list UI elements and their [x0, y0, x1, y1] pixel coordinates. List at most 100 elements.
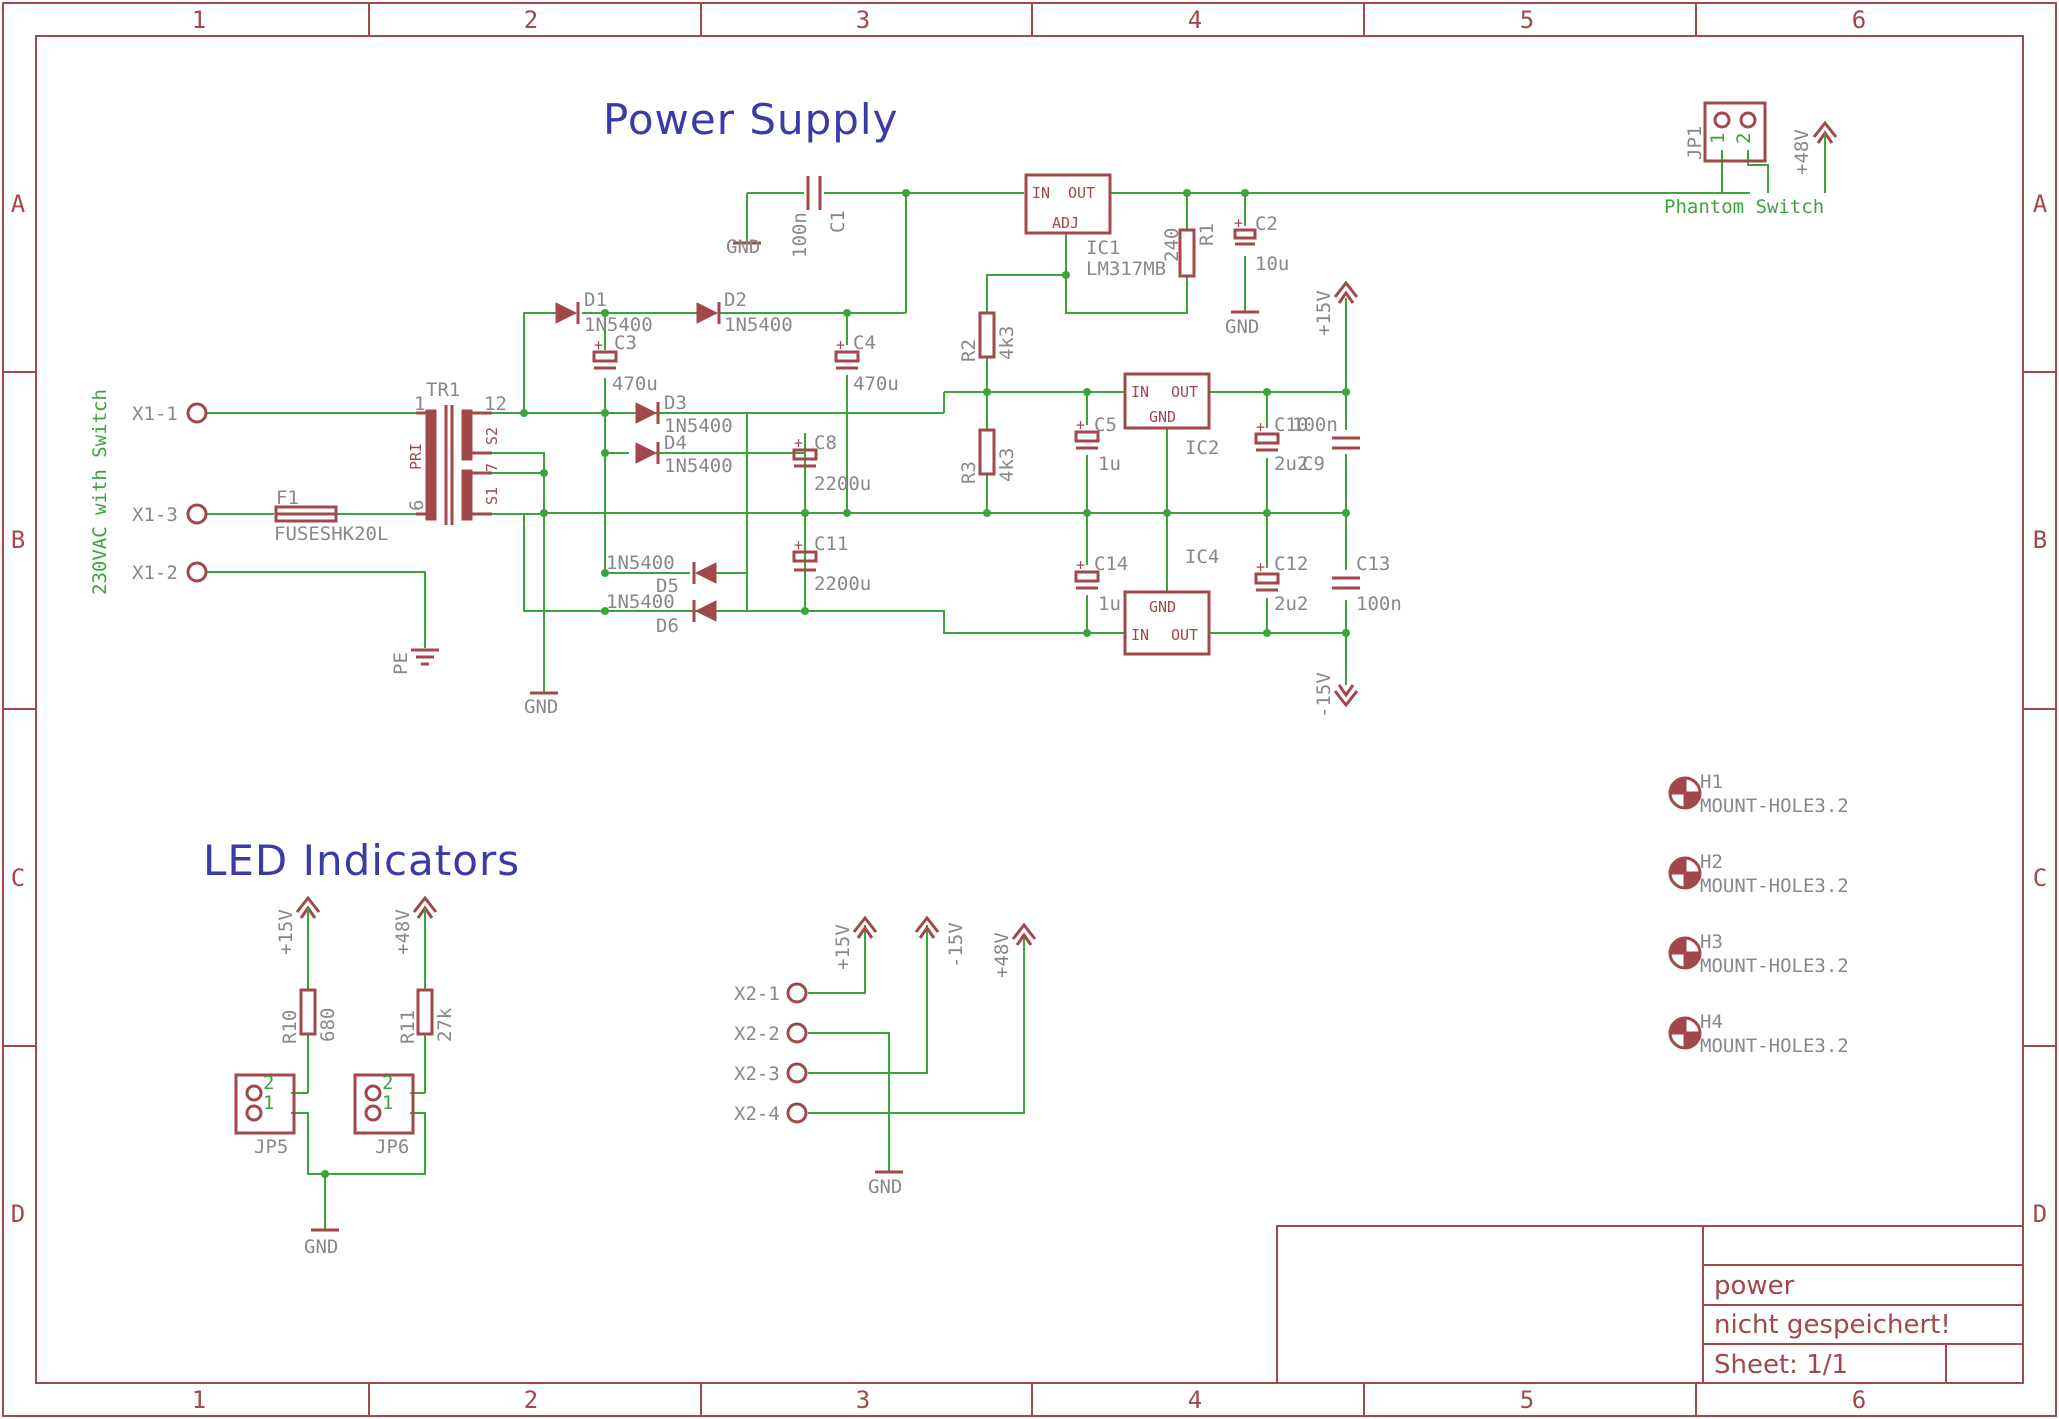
c13-value: 100n: [1356, 593, 1402, 615]
led-p48-label: +48V: [392, 909, 414, 955]
d4-value: 1N5400: [664, 455, 733, 477]
transformer-tr1: TR1 PRI 1 6 12 S2 7 S1: [406, 379, 507, 525]
col-label-top: 4: [1188, 6, 1202, 34]
c11-value: 2200u: [814, 573, 871, 595]
jp5-pin1: 1: [263, 1092, 274, 1114]
jp1-pin2: 2: [1733, 133, 1755, 144]
c13-name: C13: [1356, 553, 1390, 575]
col-label-bottom: 2: [524, 1386, 538, 1414]
d1-name: D1: [584, 289, 607, 311]
row-label-left: C: [11, 864, 25, 892]
diode-d4: D4 1N5400: [635, 432, 733, 477]
h3-value: MOUNT-HOLE3.2: [1700, 955, 1849, 977]
col-label-top: 5: [1520, 6, 1534, 34]
resistor-r2: R2 4k3: [958, 311, 1018, 362]
col-label-bottom: 6: [1852, 1386, 1866, 1414]
h2-value: MOUNT-HOLE3.2: [1700, 875, 1849, 897]
ic1-adj: ADJ: [1052, 214, 1079, 232]
col-label-bottom: 1: [192, 1386, 206, 1414]
gnd-label-led: GND: [304, 1236, 338, 1258]
pe-label: PE: [390, 652, 412, 675]
tr1-pin12: 12: [484, 393, 507, 415]
pe-ground-symbol: PE: [390, 648, 439, 675]
gnd-label-x2: GND: [868, 1176, 902, 1198]
r2-value: 4k3: [996, 326, 1018, 360]
c8-value: 2200u: [814, 473, 871, 495]
wires: [206, 150, 1769, 1230]
capacitor-c3: + C3 470u: [592, 332, 658, 395]
p15-label: +15V: [1313, 290, 1335, 336]
tr1-pin7: 7: [483, 463, 501, 472]
row-label-left: A: [11, 190, 26, 218]
diode-d1: D1 1N5400: [555, 289, 653, 336]
row-label-right: A: [2033, 190, 2048, 218]
row-label-right: B: [2033, 526, 2047, 554]
row-label-left: D: [11, 1200, 25, 1228]
tr1-s1: S1: [483, 487, 501, 505]
svg-text:+: +: [794, 536, 803, 554]
gnd-label-c2: GND: [1225, 316, 1259, 338]
ic1-in: IN: [1032, 184, 1050, 202]
capacitor-c10: + C10 2u2: [1254, 414, 1308, 475]
c5-value: 1u: [1098, 453, 1121, 475]
jp1-pin1: 1: [1707, 133, 1729, 144]
fuse-f1: F1 FUSESHK20L: [274, 487, 388, 545]
d5-value: 1N5400: [606, 552, 675, 574]
capacitor-c12: + C12 2u2: [1254, 553, 1308, 615]
supply-m15: -15V: [1313, 672, 1359, 718]
jp6-name: JP6: [375, 1136, 409, 1158]
x1-2-label: X1-2: [132, 562, 178, 584]
tr1-pin1: 1: [414, 393, 425, 415]
supply-p15: +15V: [1313, 281, 1359, 336]
d4-name: D4: [664, 432, 687, 454]
led-p15-label: +15V: [275, 909, 297, 955]
capacitor-c8: + C8 2200u: [792, 432, 871, 495]
capacitor-c13: C13 100n: [1332, 553, 1402, 615]
col-label-bottom: 5: [1520, 1386, 1534, 1414]
ic1-value: LM317MB: [1086, 258, 1166, 280]
diode-d2: D2 1N5400: [696, 289, 793, 336]
c2-value: 10u: [1255, 253, 1289, 275]
gnd-symbols: GND GND GND GND GND: [304, 236, 1261, 1258]
ic4-gnd: GND: [1149, 598, 1176, 616]
f1-name: F1: [276, 487, 299, 509]
resistor-r10: R10 680: [279, 988, 339, 1044]
capacitor-c4: + C4 470u: [834, 332, 899, 395]
jp1-name: JP1: [1684, 126, 1706, 160]
d3-name: D3: [664, 392, 687, 414]
col-label-top: 3: [856, 6, 870, 34]
capacitor-c5: + C5 1u: [1074, 414, 1121, 475]
mount-hole-h1: H1 MOUNT-HOLE3.2: [1668, 771, 1849, 817]
regulator-ic4: GND IN OUT IC4: [1123, 546, 1219, 656]
capacitor-c11: + C11 2200u: [792, 533, 871, 595]
ic2-name: IC2: [1185, 437, 1219, 459]
ic1-out: OUT: [1068, 184, 1095, 202]
svg-text:+: +: [1234, 214, 1243, 232]
c12-name: C12: [1274, 553, 1308, 575]
diode-d5: 1N5400 D5: [606, 552, 717, 597]
mount-hole-h2: H2 MOUNT-HOLE3.2: [1668, 851, 1849, 897]
diode-d3: D3 1N5400: [635, 392, 733, 437]
jp6-pin2: 2: [382, 1072, 393, 1094]
col-label-top: 6: [1852, 6, 1866, 34]
ic2-gnd: GND: [1149, 408, 1176, 426]
jumper-jp1: JP1 1 2 Phantom Switch +48V: [1664, 101, 1838, 218]
p48-label-jp1: +48V: [1791, 129, 1813, 175]
h4-name: H4: [1700, 1011, 1723, 1033]
resistor-r11: R11 27k: [397, 988, 456, 1044]
jumper-jp6: 2 1 JP6: [353, 1072, 415, 1158]
ic4-out: OUT: [1171, 626, 1198, 644]
ic4-in: IN: [1131, 626, 1149, 644]
junctions: [321, 189, 1350, 1178]
m15-label: -15V: [1313, 672, 1335, 718]
svg-text:+: +: [1076, 416, 1085, 434]
r3-value: 4k3: [996, 448, 1018, 482]
mount-hole-h3: H3 MOUNT-HOLE3.2: [1668, 931, 1849, 977]
c8-name: C8: [814, 432, 837, 454]
c3-value: 470u: [612, 373, 658, 395]
r3-name: R3: [958, 461, 980, 484]
resistor-r1: 240 R1: [1161, 223, 1218, 278]
row-label-right: C: [2033, 864, 2047, 892]
